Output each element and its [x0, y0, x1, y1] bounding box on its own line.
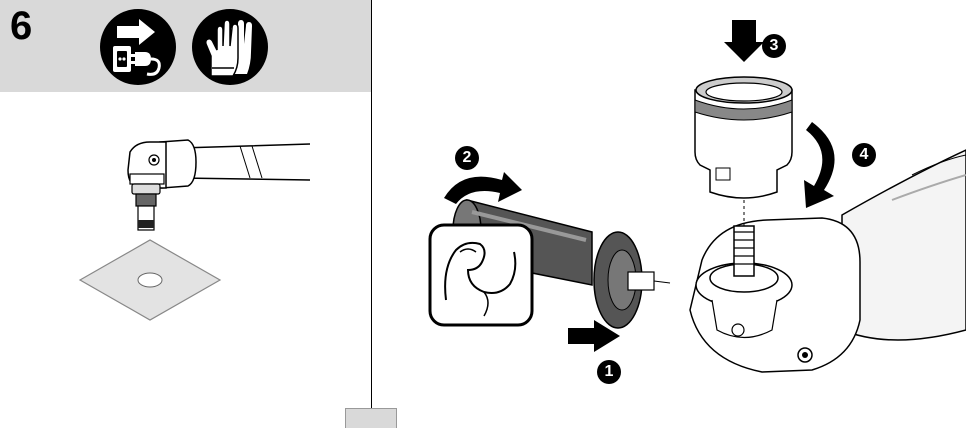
step-badge-1: 1 [597, 360, 621, 384]
assembly-illustration [372, 0, 966, 428]
step-badge-4: 4 [852, 143, 876, 167]
step-badge-2: 2 [455, 146, 479, 170]
unplug-before-work-icon [99, 8, 177, 86]
step-badge-3: 3 [762, 34, 786, 58]
wear-protective-gloves-icon [191, 8, 269, 86]
grinder-over-tile-illustration [70, 130, 320, 330]
main-illustration: 3 4 2 1 [372, 0, 966, 428]
step-number: 6 [10, 4, 32, 49]
step-header: 6 [0, 0, 371, 92]
left-panel: 6 [0, 0, 371, 428]
